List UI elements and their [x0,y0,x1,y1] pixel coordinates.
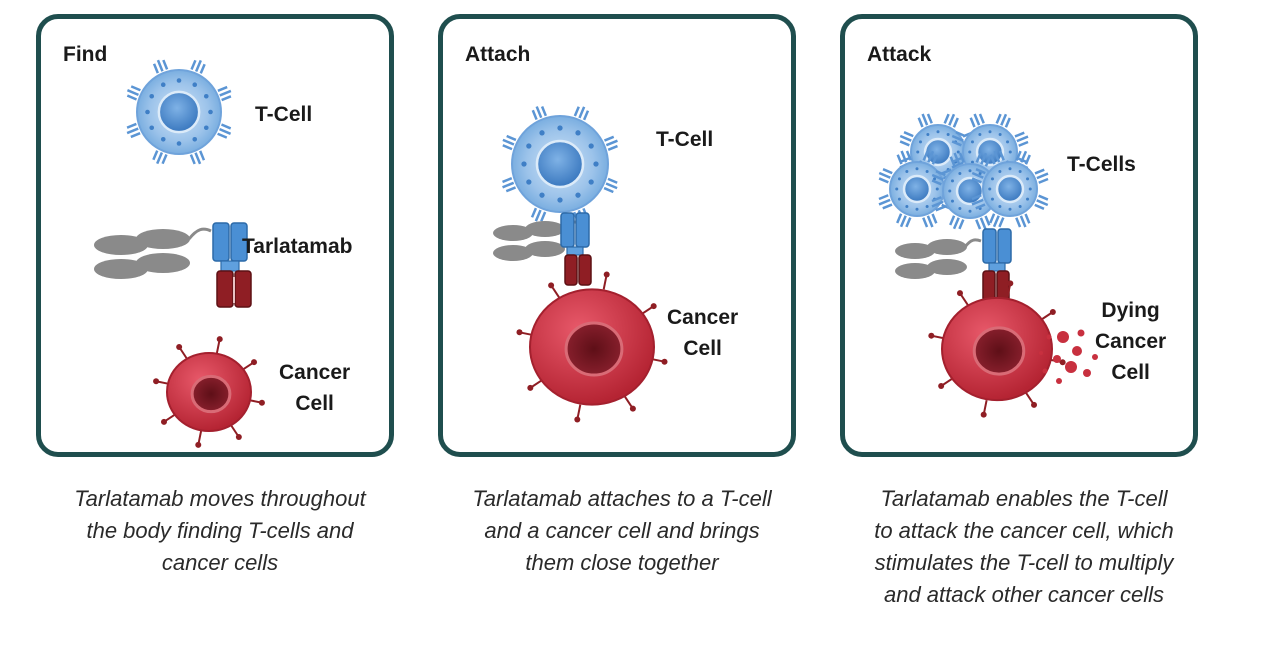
caption-attach: Tarlatamab attaches to a T-cell and a ca… [472,486,772,575]
caption-find: Tarlatamab moves throughout the body fin… [74,486,366,575]
cancer-cell-label: Cancer Cell [667,306,739,360]
panel-attack-illustration [878,113,1098,418]
tarlatamab-antibody-icon [94,222,252,308]
cancer-cell-icon [516,271,668,423]
tarlatamab-label: Tarlatamab [242,235,353,258]
t-cells-cluster-icon [878,113,1049,230]
cancer-cell-label: Cancer Cell [279,361,351,415]
tarlatamab-antibody-icon [493,212,592,286]
panel-find: Find T-Cell Tarlatamab Cancer Cell [36,14,394,457]
panel-attack: Attack [840,14,1198,457]
panel-attach: Attach T-Cell Cancer Cell [438,14,796,457]
t-cell-icon [502,106,618,222]
panel-title: Find [63,43,108,66]
tarlatamab-antibody-icon [895,228,1012,302]
cell-fragments [1039,329,1098,384]
t-cell-label: T-Cell [656,128,714,151]
t-cell-icon [126,59,232,165]
panel-title: Attach [465,43,531,66]
dying-cancer-cell-label: Dying Cancer Cell [1095,299,1167,384]
dying-cancer-cell-icon [928,280,1098,418]
panel-find-illustration [94,59,265,448]
panel-title: Attack [867,43,932,66]
t-cell-label: T-Cell [255,103,313,126]
t-cells-label: T-Cells [1067,153,1136,176]
caption-attack: Tarlatamab enables the T-cell to attack … [874,486,1174,607]
cancer-cell-icon [153,336,265,448]
panel-attach-illustration [493,106,668,423]
